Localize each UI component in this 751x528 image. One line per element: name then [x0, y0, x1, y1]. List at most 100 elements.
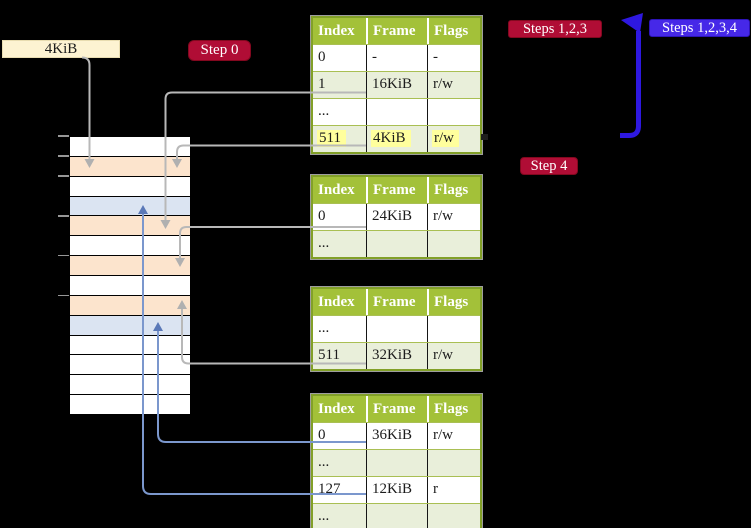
cell	[427, 316, 480, 342]
page-table-1-row-0: 0 --	[313, 44, 480, 71]
cell	[366, 231, 427, 257]
page-table-4-row-...: ...	[313, 503, 480, 528]
memory-row-3	[70, 175, 190, 196]
memory-tick	[58, 135, 69, 137]
memory-row-11	[70, 334, 190, 355]
memory-row-13	[70, 374, 190, 395]
cell: ...	[318, 508, 330, 524]
cell: 16KiB	[366, 72, 427, 98]
memory-row-6	[70, 235, 190, 256]
memory-row-2	[70, 155, 190, 176]
recursive-arrow	[620, 13, 643, 138]
memory-row-4	[70, 195, 190, 216]
highlighted-value: r/w	[432, 130, 459, 147]
memory-row-8	[70, 275, 190, 295]
cell: ...	[318, 103, 330, 119]
memory-row-10	[70, 314, 190, 335]
memory-row-7	[70, 255, 190, 276]
cell: ...	[318, 454, 330, 470]
recursive-arrow-stub	[481, 134, 488, 140]
cell	[427, 231, 480, 257]
cell: r/w	[427, 423, 480, 449]
steps-1234-badge: Steps 1,2,3,4	[649, 19, 750, 37]
memory-row-9	[70, 294, 190, 315]
cell: 127	[318, 481, 341, 497]
highlighted-value: 511	[317, 130, 346, 147]
step-4-badge: Step 4	[520, 157, 578, 175]
memory-tick	[58, 155, 69, 157]
cell: 12KiB	[366, 477, 427, 503]
cell: r/w	[427, 343, 480, 369]
page-table-3-row-...: ...	[313, 315, 480, 342]
cell: 0	[318, 49, 326, 65]
memory-tick	[58, 294, 69, 297]
cell: 36KiB	[366, 423, 427, 449]
cell: 1	[318, 76, 326, 92]
cell: r	[427, 477, 480, 503]
cell: 0	[318, 208, 326, 224]
page-table-1-row-...: ...	[313, 98, 480, 125]
column-header-flags: Flags	[427, 18, 480, 44]
memory-tick	[58, 254, 69, 257]
cell: -	[366, 45, 427, 71]
column-header-frame: Frame	[366, 18, 427, 44]
physical-memory-column	[69, 136, 191, 415]
cell	[366, 450, 427, 476]
cell: 0	[318, 427, 326, 443]
column-header-frame: Frame	[366, 177, 427, 203]
cell: 24KiB	[366, 204, 427, 230]
column-header-index: Index	[318, 182, 355, 198]
cell: r/w	[427, 72, 480, 98]
memory-tick	[58, 215, 69, 217]
highlighted-value: 4KiB	[371, 130, 411, 147]
column-header-index: Index	[318, 294, 355, 310]
column-header-flags: Flags	[427, 289, 480, 315]
page-table-4-row-...: ...	[313, 449, 480, 476]
cell	[427, 450, 480, 476]
memory-row-1	[70, 137, 190, 156]
memory-row-14	[70, 394, 190, 415]
memory-tick	[58, 175, 69, 177]
cell	[427, 99, 480, 125]
cell: 32KiB	[366, 343, 427, 369]
cell: ...	[318, 235, 330, 251]
cell: r/w	[427, 126, 480, 152]
page-table-2-row-...: ...	[313, 230, 480, 257]
cell	[366, 99, 427, 125]
cell	[366, 504, 427, 528]
column-header-frame: Frame	[366, 396, 427, 422]
steps-123-badge: Steps 1,2,3	[508, 20, 602, 38]
memory-row-12	[70, 354, 190, 375]
cell: 511	[318, 347, 340, 363]
column-header-index: Index	[318, 23, 355, 39]
cell: r/w	[427, 204, 480, 230]
column-header-flags: Flags	[427, 396, 480, 422]
memory-row-5	[70, 215, 190, 236]
column-header-frame: Frame	[366, 289, 427, 315]
column-header-flags: Flags	[427, 177, 480, 203]
page-table-1-row-511: 511 4KiB r/w	[313, 125, 480, 152]
column-header-index: Index	[318, 401, 355, 417]
cell	[366, 316, 427, 342]
step-0-badge: Step 0	[188, 40, 251, 61]
cell: 4KiB	[366, 126, 427, 152]
frame-size-label: 4KiB	[2, 40, 120, 58]
cell: ...	[318, 320, 330, 336]
arrowhead	[621, 13, 643, 33]
cell: -	[427, 45, 480, 71]
cell	[427, 504, 480, 528]
